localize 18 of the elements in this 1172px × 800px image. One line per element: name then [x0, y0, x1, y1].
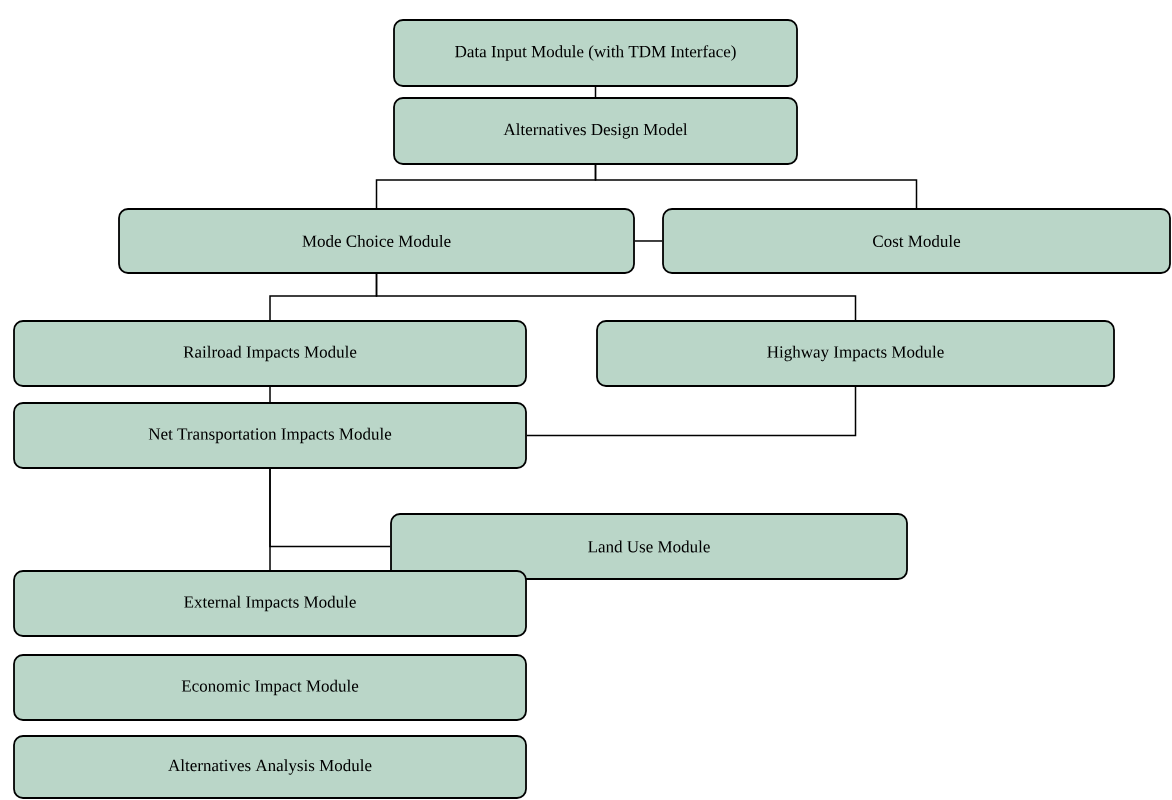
module-box: Alternatives Design Model	[393, 97, 798, 165]
module-box: Data Input Module (with TDM Interface)	[393, 19, 798, 87]
connector-line	[375, 273, 857, 321]
module-box: Net Transportation Impacts Module	[13, 402, 527, 469]
module-box: Cost Module	[662, 208, 1171, 274]
connector-line	[594, 164, 918, 209]
connector-line	[269, 468, 271, 571]
connector-line	[594, 86, 597, 98]
module-box: Mode Choice Module	[118, 208, 635, 274]
connector-line	[634, 240, 663, 242]
module-box: Land Use Module	[390, 513, 908, 580]
module-box: Economic Impact Module	[13, 654, 527, 721]
module-box: Alternatives Analysis Module	[13, 735, 527, 799]
connector-line	[526, 386, 857, 437]
connector-line	[269, 386, 271, 403]
module-box: Railroad Impacts Module	[13, 320, 527, 387]
module-box: Highway Impacts Module	[596, 320, 1115, 387]
module-box: External Impacts Module	[13, 570, 527, 637]
